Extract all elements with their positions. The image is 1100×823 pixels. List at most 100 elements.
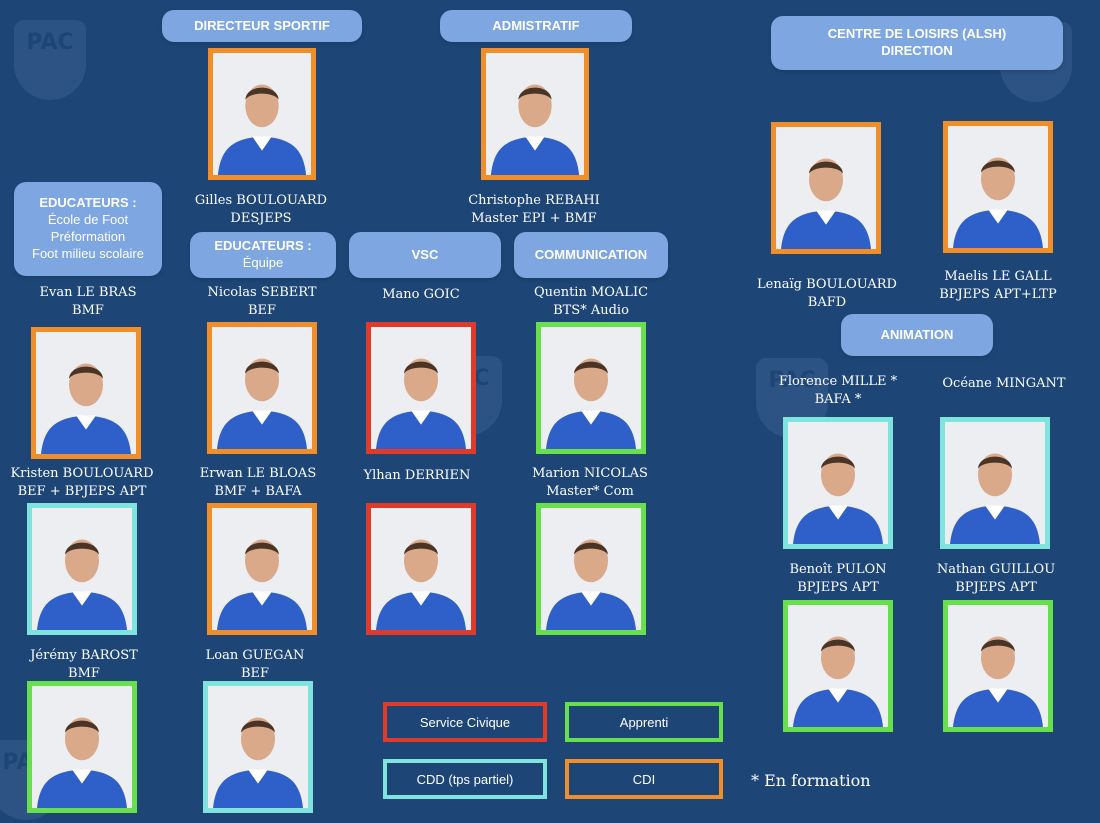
- portrait-placeholder: [788, 605, 888, 727]
- person-name: Kristen BOULOUARD: [10, 466, 154, 481]
- portrait-placeholder: [212, 508, 312, 630]
- person-role: BMF + BAFA: [214, 483, 302, 499]
- legend-label: Service Civique: [419, 714, 511, 730]
- photo-ylhan: [366, 503, 476, 635]
- section-title: EDUCATEURS :: [214, 238, 312, 254]
- section-title: DIRECTEUR SPORTIF: [194, 17, 330, 33]
- portrait-placeholder: [213, 53, 311, 175]
- section-title: ANIMATION: [880, 326, 954, 342]
- person-name: Nathan GUILLOU: [936, 562, 1056, 577]
- caption-nicolas: Nicolas SEBERT BEF: [172, 284, 352, 319]
- person-name: Florence MILLE *: [778, 374, 898, 389]
- section-animation: ANIMATION: [841, 314, 993, 356]
- portrait-placeholder: [32, 508, 132, 630]
- section-subtitle: Équipe: [242, 255, 284, 270]
- section-title: EDUCATEURS :: [39, 195, 137, 211]
- photo-erwan: [207, 503, 317, 635]
- photo-nathan: [943, 600, 1053, 732]
- person-role: BEF: [247, 302, 277, 318]
- section-title: COMMUNICATION: [534, 246, 648, 262]
- caption-quentin: Quentin MOALIC BTS* Audio: [501, 284, 681, 319]
- person-role: BPJEPS APT+LTP: [939, 286, 1057, 302]
- person-role: BEF: [240, 665, 270, 681]
- person-name: Mano GOIC: [382, 287, 460, 302]
- person-name: Erwan LE BLOAS: [199, 466, 317, 481]
- person-name: Christophe REBAHI: [468, 193, 600, 208]
- person-role: BAFA *: [814, 391, 862, 407]
- person-role: BEF + BPJEPS APT: [17, 483, 147, 499]
- section-alsh-direction: CENTRE DE LOISIRS (ALSH) DIRECTION: [771, 16, 1063, 70]
- portrait-placeholder: [486, 53, 584, 175]
- caption-maelis: Maelis LE GALL BPJEPS APT+LTP: [908, 268, 1088, 303]
- caption-loan: Loan GUEGAN BEF: [165, 647, 345, 682]
- photo-florence: [783, 417, 893, 549]
- portrait-placeholder: [776, 127, 876, 249]
- section-line: Préformation: [50, 229, 126, 244]
- person-name: Marion NICOLAS: [532, 466, 648, 481]
- legend-cdd: CDD (tps partiel): [383, 759, 547, 799]
- caption-marion: Marion NICOLAS Master* Com: [500, 465, 680, 500]
- caption-ylhan: Ylhan DERRIEN: [327, 467, 507, 485]
- caption-gilles: Gilles BOULOUARD DESJEPS: [171, 192, 351, 227]
- caption-jeremy: Jérémy BAROST BMF: [0, 647, 174, 682]
- section-line: Foot milieu scolaire: [32, 245, 144, 261]
- caption-florence: Florence MILLE * BAFA *: [748, 373, 928, 408]
- photo-mano: [366, 322, 476, 454]
- photo-marion: [536, 503, 646, 635]
- section-directeur-sportif: DIRECTEUR SPORTIF: [162, 10, 362, 42]
- club-logo-watermark: PAC: [14, 20, 86, 100]
- section-administratif: ADMISTRATIF: [440, 10, 632, 42]
- legend-apprenti: Apprenti: [565, 702, 723, 742]
- portrait-placeholder: [371, 327, 471, 449]
- caption-evan: Evan LE BRAS BMF: [0, 284, 178, 319]
- section-communication: COMMUNICATION: [514, 232, 668, 278]
- portrait-placeholder: [212, 327, 312, 449]
- portrait-placeholder: [945, 422, 1045, 544]
- photo-benoit: [783, 600, 893, 732]
- person-role: DESJEPS: [230, 210, 292, 226]
- person-name: Océane MINGANT: [942, 376, 1066, 391]
- caption-nathan: Nathan GUILLOU BPJEPS APT: [906, 561, 1086, 596]
- person-role: Master EPI + BMF: [471, 210, 597, 226]
- portrait-placeholder: [541, 508, 641, 630]
- photo-jeremy: [27, 681, 137, 813]
- person-role: BMF: [68, 665, 100, 681]
- person-name: Benoît PULON: [789, 562, 887, 577]
- photo-christophe: [481, 48, 589, 180]
- section-title: CENTRE DE LOISIRS (ALSH): [827, 26, 1007, 42]
- person-name: Jérémy BAROST: [30, 648, 138, 663]
- person-role: BPJEPS APT: [955, 579, 1037, 595]
- portrait-placeholder: [788, 422, 888, 544]
- person-name: Evan LE BRAS: [39, 285, 137, 300]
- portrait-placeholder: [208, 686, 308, 808]
- portrait-placeholder: [36, 332, 136, 454]
- legend-label: Apprenti: [619, 714, 669, 730]
- section-educateurs-equipe: EDUCATEURS : Équipe: [190, 232, 336, 278]
- photo-lenaig: [771, 122, 881, 254]
- portrait-placeholder: [948, 605, 1048, 727]
- person-role: BAFD: [807, 294, 847, 310]
- legend-label: CDI: [632, 771, 656, 787]
- person-name: Quentin MOALIC: [533, 285, 649, 300]
- portrait-placeholder: [371, 508, 471, 630]
- section-educateurs-ecole: EDUCATEURS : École de Foot Préformation …: [14, 182, 162, 276]
- section-subtitle: DIRECTION: [881, 43, 953, 58]
- person-role: BTS* Audio: [553, 302, 629, 318]
- section-line: École de Foot: [47, 212, 129, 228]
- photo-kristen: [27, 503, 137, 635]
- legend-cdi: CDI: [565, 759, 723, 799]
- caption-benoit: Benoît PULON BPJEPS APT: [748, 561, 928, 596]
- person-name: Loan GUEGAN: [205, 648, 305, 663]
- photo-gilles: [208, 48, 316, 180]
- caption-kristen: Kristen BOULOUARD BEF + BPJEPS APT: [0, 465, 172, 500]
- caption-oceane: Océane MINGANT: [914, 375, 1094, 393]
- person-name: Gilles BOULOUARD: [194, 193, 328, 208]
- caption-mano: Mano GOIC: [331, 286, 511, 304]
- person-role: BPJEPS APT: [797, 579, 879, 595]
- photo-quentin: [536, 322, 646, 454]
- person-name: Nicolas SEBERT: [207, 285, 317, 300]
- photo-oceane: [940, 417, 1050, 549]
- person-role: BMF: [72, 302, 104, 318]
- section-title: ADMISTRATIF: [492, 17, 580, 33]
- caption-erwan: Erwan LE BLOAS BMF + BAFA: [168, 465, 348, 500]
